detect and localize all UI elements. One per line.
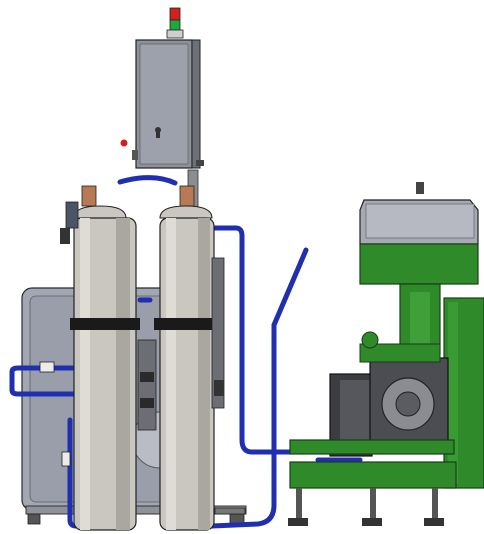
motor (329, 331, 449, 457)
pump-unit (359, 182, 484, 489)
valve-block (39, 257, 225, 467)
blue-hoses (9, 175, 363, 529)
gas-cylinder (154, 185, 218, 531)
gas-cylinder (60, 185, 140, 531)
signal-tower (166, 7, 184, 39)
control-cabinet (120, 39, 204, 169)
base-frame (288, 439, 457, 526)
